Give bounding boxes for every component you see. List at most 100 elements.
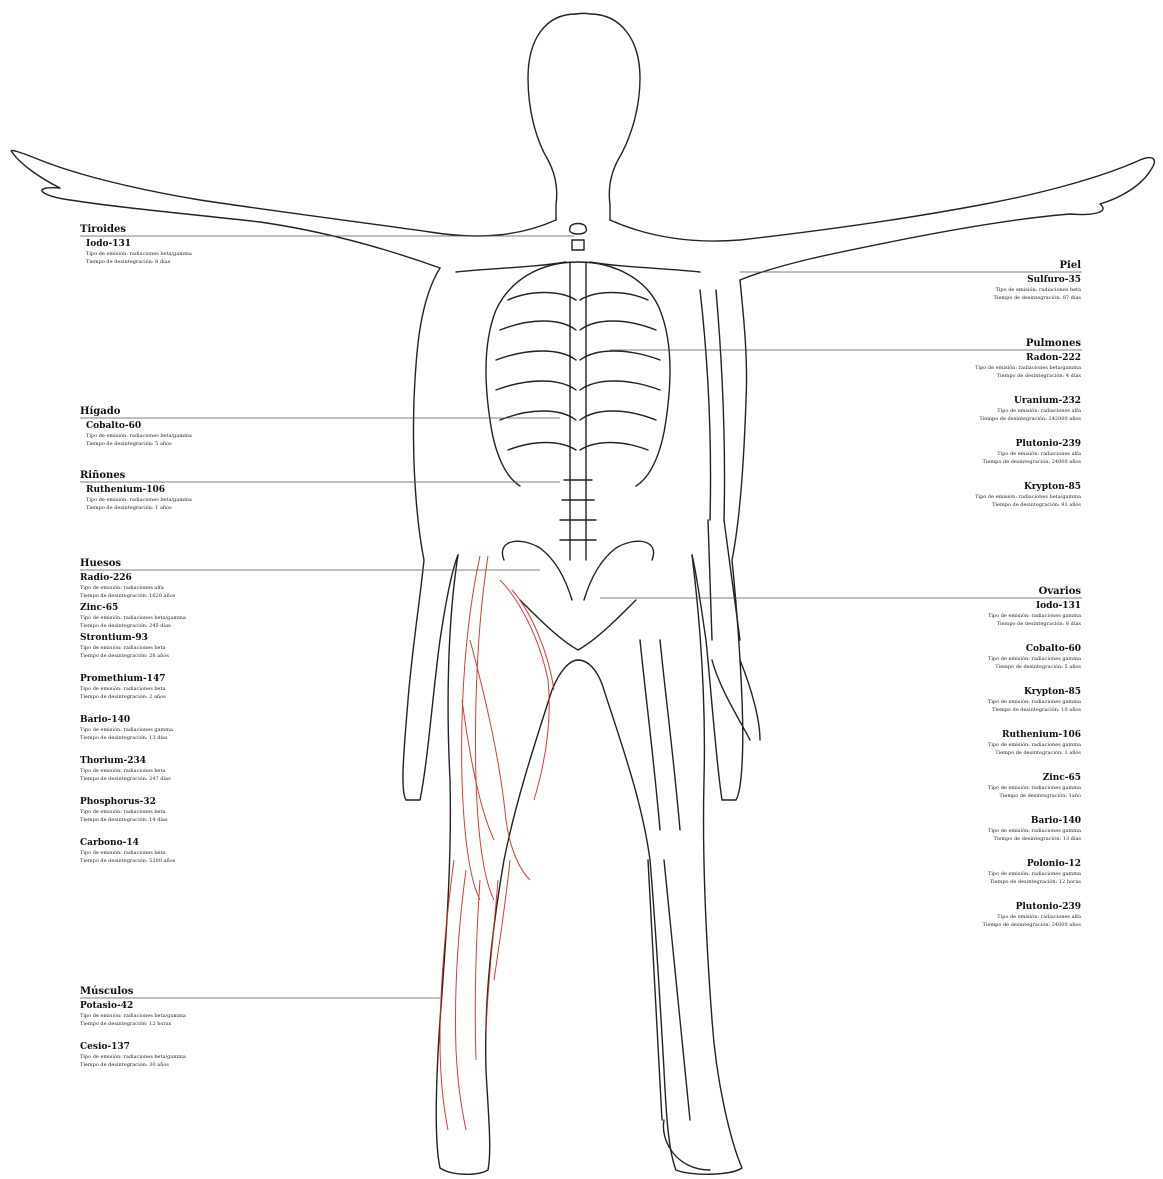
isotope-name: Krypton-85 bbox=[975, 482, 1081, 493]
organ-label: Tiroides bbox=[80, 224, 192, 236]
torso-outline bbox=[403, 268, 458, 800]
isotope-entry: Cesio-137 Tipo de emisión: radiaciones b… bbox=[80, 1042, 186, 1069]
isotope-name: Ruthenium-106 bbox=[86, 485, 192, 496]
isotope-entry: Polonio-12 Tipo de emisión: radiaciones … bbox=[983, 859, 1081, 886]
isotope-name: Ruthenium-106 bbox=[983, 730, 1081, 741]
isotope-name: Iodo-131 bbox=[86, 239, 192, 250]
isotope-decay: Tiempo de desintegración: 13 días bbox=[983, 835, 1081, 843]
isotope-decay: Tiempo de desintegración: 1 años bbox=[983, 749, 1081, 757]
isotope-decay: Tiempo de desintegración: 24000 años bbox=[975, 458, 1081, 466]
head-outline bbox=[528, 14, 640, 220]
isotope-name: Radio-226 bbox=[80, 573, 186, 584]
isotope-name: Carbono-14 bbox=[80, 838, 186, 849]
isotope-name: Zinc-65 bbox=[983, 773, 1081, 784]
isotope-decay: Tiempo de desintegración: 5200 años bbox=[80, 857, 186, 865]
isotope-entry: Uranium-232 Tipo de emisión: radiaciones… bbox=[975, 396, 1081, 423]
isotope-decay: Tiempo de desintegración: 87 días bbox=[994, 294, 1081, 302]
ribcage-outline bbox=[486, 262, 670, 486]
isotope-entry: Carbono-14 Tipo de emisión: radiaciones … bbox=[80, 838, 186, 865]
pelvis-outline bbox=[502, 541, 653, 650]
isotope-emission: Tipo de emisión: radiaciones beta bbox=[994, 286, 1081, 294]
isotope-name: Cobalto-60 bbox=[983, 644, 1081, 655]
isotope-entry: Zinc-65 Tipo de emisión: radiaciones bet… bbox=[80, 603, 186, 630]
isotope-decay: Tiempo de desintegración: 2 años bbox=[80, 693, 186, 701]
isotope-entry: Plutonio-239 Tipo de emisión: radiacione… bbox=[975, 439, 1081, 466]
isotope-emission: Tipo de emisión: radiaciones beta bbox=[80, 849, 186, 857]
isotope-entry: Thorium-234 Tipo de emisión: radiaciones… bbox=[80, 756, 186, 783]
isotope-name: Potasio-42 bbox=[80, 1001, 186, 1012]
organ-label: Hígado bbox=[80, 406, 192, 418]
organ-label: Huesos bbox=[80, 558, 186, 570]
isotope-emission: Tipo de emisión: radiaciones gamma bbox=[983, 870, 1081, 878]
isotope-emission: Tipo de emisión: radiaciones beta/gamma bbox=[975, 493, 1081, 501]
isotope-emission: Tipo de emisión: radiaciones beta/gamma bbox=[975, 364, 1081, 372]
isotope-name: Cobalto-60 bbox=[86, 421, 192, 432]
organ-label: Piel bbox=[994, 260, 1081, 272]
isotope-name: Zinc-65 bbox=[80, 603, 186, 614]
isotope-name: Thorium-234 bbox=[80, 756, 186, 767]
isotope-entry: Ruthenium-106 Tipo de emisión: radiacion… bbox=[983, 730, 1081, 757]
isotope-decay: Tiempo de desintegración: 8 días bbox=[86, 258, 192, 266]
organ-label: Riñones bbox=[80, 470, 192, 482]
isotope-entry: Radio-226 Tipo de emisión: radiaciones a… bbox=[80, 573, 186, 600]
isotope-entry: Cobalto-60 Tipo de emisión: radiaciones … bbox=[983, 644, 1081, 671]
isotope-emission: Tipo de emisión: radiaciones beta bbox=[80, 644, 186, 652]
isotope-decay: Tiempo de desintegración: 1 años bbox=[86, 504, 192, 512]
isotope-emission: Tipo de emisión: radiaciones gamma bbox=[983, 827, 1081, 835]
isotope-name: Iodo-131 bbox=[983, 601, 1081, 612]
isotope-entry: Bario-140 Tipo de emisión: radiaciones g… bbox=[80, 715, 186, 742]
isotope-emission: Tipo de emisión: radiaciones gamma bbox=[983, 784, 1081, 792]
isotope-emission: Tipo de emisión: radiaciones beta bbox=[80, 767, 186, 775]
organ-label: Músculos bbox=[80, 986, 186, 998]
isotope-entry: Krypton-85 Tipo de emisión: radiaciones … bbox=[983, 687, 1081, 714]
isotope-decay: Tiempo de desintegración: 24000 años bbox=[983, 921, 1081, 929]
isotope-entry: Bario-140 Tipo de emisión: radiaciones g… bbox=[983, 816, 1081, 843]
isotope-decay: Tiempo de desintegración: 247 días bbox=[80, 775, 186, 783]
group-higado: Hígado Cobalto-60 Tipo de emisión: radia… bbox=[80, 406, 192, 448]
isotope-decay: Tiempo de desintegración: 91 años bbox=[975, 501, 1081, 509]
isotope-emission: Tipo de emisión: radiaciones gamma bbox=[80, 726, 186, 734]
isotope-emission: Tipo de emisión: radiaciones beta/gamma bbox=[80, 614, 186, 622]
leg-muscles bbox=[440, 556, 554, 1130]
isotope-emission: Tipo de emisión: radiaciones alfa bbox=[975, 407, 1081, 415]
isotope-name: Polonio-12 bbox=[983, 859, 1081, 870]
isotope-decay: Tiempo de desintegración: 5 años bbox=[983, 663, 1081, 671]
spine-outline bbox=[570, 262, 586, 560]
isotope-decay: Tiempo de desintegración: 8 días bbox=[983, 620, 1081, 628]
isotope-decay: Tiempo de desintegración: 12 horas bbox=[983, 878, 1081, 886]
isotope-emission: Tipo de emisión: radiaciones alfa bbox=[80, 584, 186, 592]
isotope-decay: Tiempo de desintegración: 1620 años bbox=[80, 592, 186, 600]
group-pulmones: Pulmones Radon-222 Tipo de emisión: radi… bbox=[975, 338, 1081, 509]
isotope-entry: Cobalto-60 Tipo de emisión: radiaciones … bbox=[80, 421, 192, 448]
isotope-emission: Tipo de emisión: radiaciones gamma bbox=[983, 612, 1081, 620]
isotope-decay: Tiempo de desintegración: 5 años bbox=[86, 440, 192, 448]
isotope-emission: Tipo de emisión: radiaciones beta/gamma bbox=[86, 432, 192, 440]
group-tiroides: Tiroides Iodo-131 Tipo de emisión: radia… bbox=[80, 224, 192, 266]
isotope-emission: Tipo de emisión: radiaciones beta bbox=[80, 808, 186, 816]
group-musculos: Músculos Potasio-42 Tipo de emisión: rad… bbox=[80, 986, 186, 1069]
isotope-decay: Tiempo de desintegración: 10 años bbox=[983, 706, 1081, 714]
isotope-entry: Ruthenium-106 Tipo de emisión: radiacion… bbox=[80, 485, 192, 512]
isotope-emission: Tipo de emisión: radiaciones beta/gamma bbox=[80, 1012, 186, 1020]
isotope-emission: Tipo de emisión: radiaciones beta/gamma bbox=[86, 496, 192, 504]
isotope-entry: Iodo-131 Tipo de emisión: radiaciones be… bbox=[80, 239, 192, 266]
isotope-entry: Plutonio-239 Tipo de emisión: radiacione… bbox=[983, 902, 1081, 929]
isotope-decay: Tiempo de desintegración: 13 días bbox=[80, 734, 186, 742]
isotope-name: Plutonio-239 bbox=[975, 439, 1081, 450]
isotope-entry: Krypton-85 Tipo de emisión: radiaciones … bbox=[975, 482, 1081, 509]
isotope-entry: Zinc-65 Tipo de emisión: radiaciones gam… bbox=[983, 773, 1081, 800]
isotope-entry: Phosphorus-32 Tipo de emisión: radiacion… bbox=[80, 797, 186, 824]
isotope-decay: Tiempo de desintegración: 28 años bbox=[80, 652, 186, 660]
organ-label: Ovarios bbox=[983, 586, 1081, 598]
isotope-entry: Radon-222 Tipo de emisión: radiaciones b… bbox=[975, 353, 1081, 380]
isotope-emission: Tipo de emisión: radiaciones beta/gamma bbox=[86, 250, 192, 258]
isotope-emission: Tipo de emisión: radiaciones gamma bbox=[983, 698, 1081, 706]
group-piel: Piel Sulfuro-35 Tipo de emisión: radiaci… bbox=[994, 260, 1081, 302]
group-ovarios: Ovarios Iodo-131 Tipo de emisión: radiac… bbox=[983, 586, 1081, 929]
group-rinones: Riñones Ruthenium-106 Tipo de emisión: r… bbox=[80, 470, 192, 512]
isotope-entry: Strontium-93 Tipo de emisión: radiacione… bbox=[80, 633, 186, 660]
isotope-decay: Tiempo de desintegración: 1año bbox=[983, 792, 1081, 800]
isotope-entry: Potasio-42 Tipo de emisión: radiaciones … bbox=[80, 1001, 186, 1028]
group-huesos: Huesos Radio-226 Tipo de emisión: radiac… bbox=[80, 558, 186, 865]
isotope-emission: Tipo de emisión: radiaciones gamma bbox=[983, 655, 1081, 663]
